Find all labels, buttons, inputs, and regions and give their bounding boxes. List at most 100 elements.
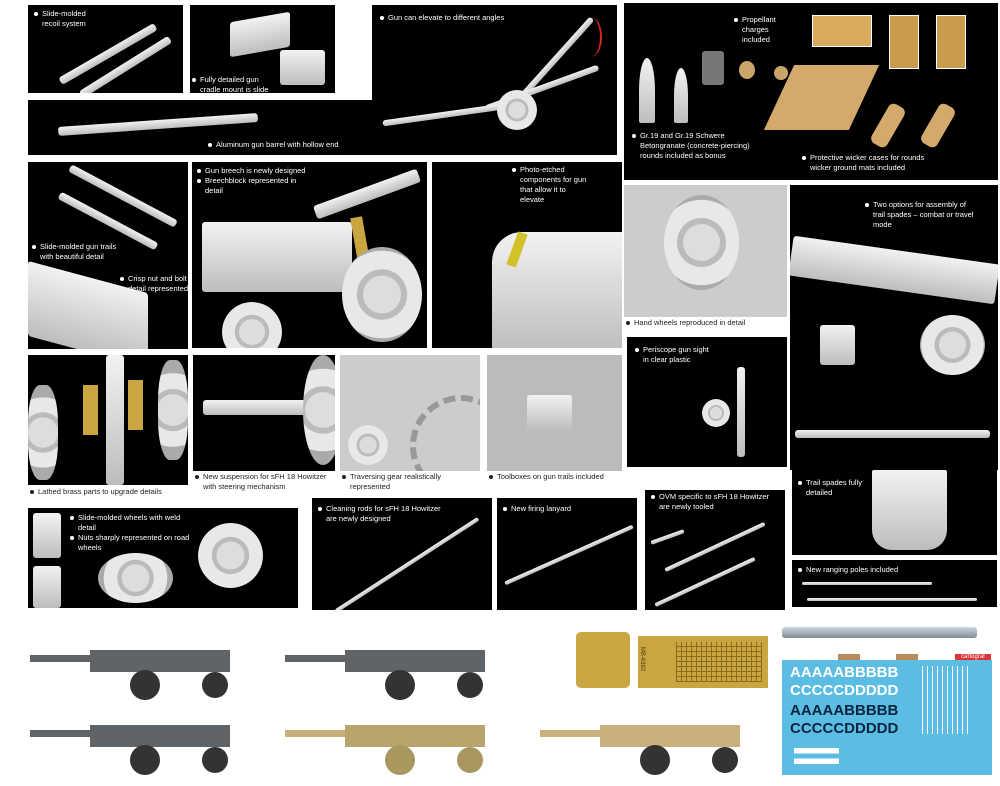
axe [650, 529, 685, 545]
fret-code: MB-6392 [639, 646, 646, 672]
road-wheel [98, 553, 173, 603]
decal-flag [794, 748, 839, 764]
gun-wheel [920, 315, 985, 375]
caption: OVM specific to sFH 18 Howitzer are newl… [651, 492, 781, 512]
caption: New suspension for sFH 18 Howitzer with … [195, 472, 335, 492]
gun-wheel [222, 302, 282, 348]
toolboxes-panel [487, 355, 622, 471]
shovel [654, 556, 756, 608]
caption: Photo-etched components for gun that all… [512, 165, 587, 205]
gun-wheel [158, 360, 188, 460]
trail-spade-travel [795, 430, 990, 438]
road-wheel-stack [198, 523, 263, 588]
caption: Crisp nut and bolt detail represented [120, 274, 188, 294]
caption: Gun can elevate to different angles [380, 13, 504, 23]
gun-trails-panel: Slide-molded gun trails with beautiful d… [28, 162, 188, 349]
mesh-grid [676, 642, 762, 682]
brass-part [896, 654, 918, 664]
color-scheme-camo [285, 725, 485, 775]
decal-sheet: AAAAABBBBB CCCCCDDDDD AAAAABBBBB CCCCCDD… [782, 660, 992, 775]
caption: Hand wheels reproduced in detail [626, 318, 745, 328]
brass-part [128, 380, 143, 430]
decal-row: CCCCCDDDDD [790, 682, 899, 699]
shell [674, 68, 688, 123]
barrel-panel: Aluminum gun barrel with hollow end [28, 100, 388, 155]
photo-etched-fret-large: MB-6392 [638, 636, 768, 688]
nut-detail-closeup [33, 566, 61, 608]
hand-wheel [348, 425, 388, 465]
decal-row: CCCCCDDDDD [790, 720, 899, 737]
caption: Cleaning rods for sFH 18 Howitzer are ne… [318, 504, 448, 524]
caption: Trail spades fully detailed [798, 478, 868, 498]
gun-wheel [497, 90, 537, 130]
weld-detail-closeup [33, 513, 61, 558]
caption: Propellant charges included [734, 15, 784, 45]
wicker-case [868, 101, 908, 150]
sight-wheel [702, 399, 730, 427]
gun-wheel [28, 385, 58, 480]
caption: Toolboxes on gun trails included [489, 472, 604, 482]
wicker-zoom [812, 15, 872, 47]
caption: Lathed brass parts to upgrade details [30, 487, 162, 497]
photo-etched-fret-small [576, 632, 630, 688]
propellant-charge [774, 66, 788, 80]
decal-row: AAAAABBBBB [790, 702, 899, 719]
trail-spades-options-panel: Two options for assembly of trail spades… [790, 185, 998, 470]
breech-assembly [202, 222, 352, 292]
cleaning-rods-panel: Cleaning rods for sFH 18 Howitzer are ne… [312, 498, 492, 610]
brass-part [838, 654, 860, 664]
recoil-system-panel: Slide-molded recoil system [28, 5, 183, 93]
wicker-case [918, 101, 958, 150]
gun-barrel [57, 113, 259, 136]
trail-part [68, 164, 178, 228]
suspension-panel [193, 355, 335, 471]
ranging-poles-panel: New ranging poles included [792, 560, 997, 607]
caption: New firing lanyard [503, 504, 571, 514]
trail-spades-detail-panel: Trail spades fully detailed [792, 470, 997, 555]
gun-barrel [312, 168, 422, 220]
propellant-charge [739, 61, 755, 79]
traversing-gear-panel [340, 355, 480, 471]
ovm-panel: OVM specific to sFH 18 Howitzer are newl… [645, 490, 785, 610]
ranging-pole [802, 582, 932, 585]
hand-wheel [664, 195, 739, 290]
ammunition-panel: Propellant charges included Gr.19 and Gr… [624, 3, 998, 180]
periscope-sight [737, 367, 745, 457]
firing-lanyard-panel: New firing lanyard [497, 498, 637, 610]
propellant-case [702, 51, 724, 85]
gun-carriage [790, 235, 998, 305]
toolbox [527, 395, 572, 430]
color-scheme-sand [540, 725, 740, 775]
cleaning-rod [334, 517, 480, 610]
caption: Protective wicker cases for rounds wicke… [802, 153, 927, 173]
shell [639, 58, 655, 123]
gun-wheel [303, 355, 335, 465]
elevation-arrow-icon [580, 17, 602, 57]
brass-part [83, 385, 98, 435]
color-scheme-grey-1 [30, 650, 230, 700]
decal-row: AAAAABBBBB [790, 664, 899, 681]
caption: Slide-molded recoil system [34, 9, 104, 29]
caption: Periscope gun sight in clear plastic [635, 345, 715, 365]
color-scheme-grey-3 [30, 725, 230, 775]
cradle-part [280, 50, 325, 85]
caption: Slide-molded gun trails with beautiful d… [32, 242, 122, 262]
firing-lanyard [504, 524, 634, 586]
trail-spade [872, 470, 947, 550]
elevation-panel: Gun can elevate to different angles [372, 5, 617, 155]
brass-parts-panel [28, 355, 188, 485]
decal-brand-logo: cartograf [955, 654, 991, 664]
suspension-part [203, 400, 323, 415]
caption: New ranging poles included [798, 565, 898, 575]
caption: Traversing gear realistically represente… [342, 472, 462, 492]
wicker-zoom [889, 15, 919, 69]
caption: Aluminum gun barrel with hollow end [208, 140, 339, 150]
gun-cradle-panel: Fully detailed gun cradle mount is slide… [190, 5, 335, 93]
aluminum-barrel [782, 627, 977, 638]
caption: Gr.19 and Gr.19 Schwere Betongranate (co… [632, 131, 757, 161]
traversing-gear [410, 395, 480, 471]
